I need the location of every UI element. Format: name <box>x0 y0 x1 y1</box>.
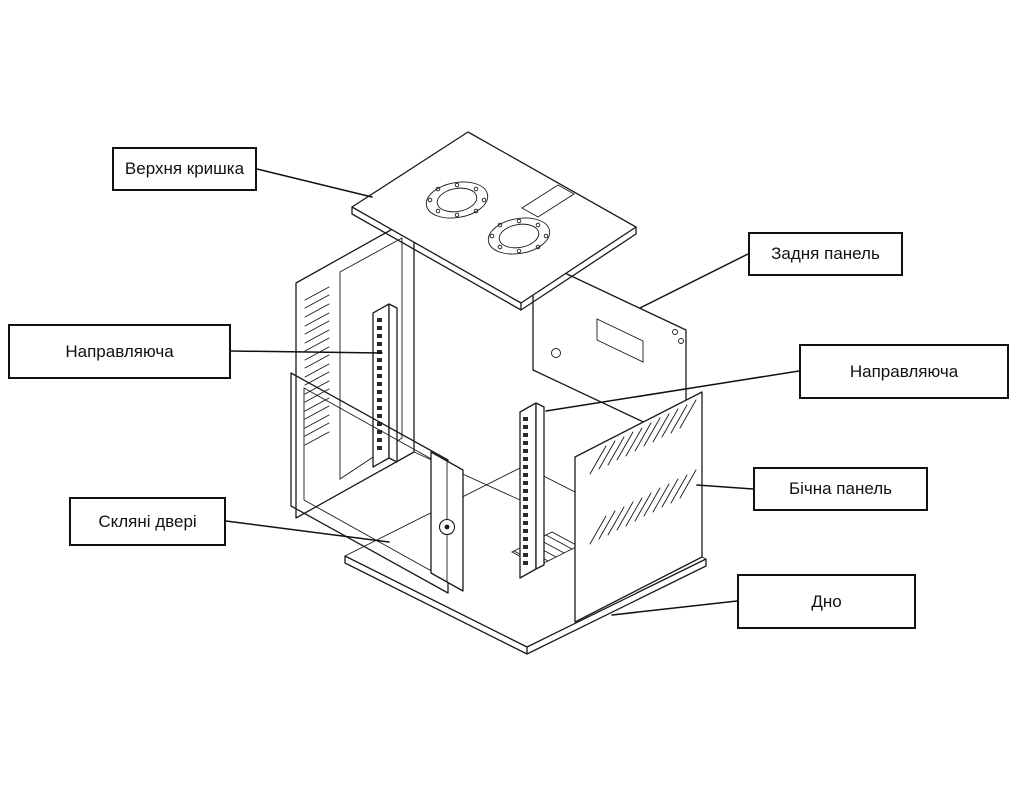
label-glass-door: Скляні двері <box>69 497 226 546</box>
label-rail-left: Направляюча <box>8 324 231 379</box>
cover-knockout <box>521 184 575 218</box>
glass-door-part <box>290 372 464 594</box>
label-bottom: Дно <box>737 574 916 629</box>
side-panel-part <box>574 391 703 623</box>
top-cover-part <box>351 131 637 311</box>
rail-right <box>519 402 545 579</box>
fan-opening-right <box>487 217 551 255</box>
label-side-panel: Бічна панель <box>753 467 928 511</box>
label-back-panel: Задня панель <box>748 232 903 276</box>
label-rail-right: Направляюча <box>799 344 1009 399</box>
rail-left <box>372 303 398 468</box>
leader-lines <box>225 168 800 616</box>
label-top-cover: Верхня кришка <box>112 147 257 191</box>
door-lock-stile <box>430 451 464 592</box>
fan-opening-left <box>425 181 489 219</box>
